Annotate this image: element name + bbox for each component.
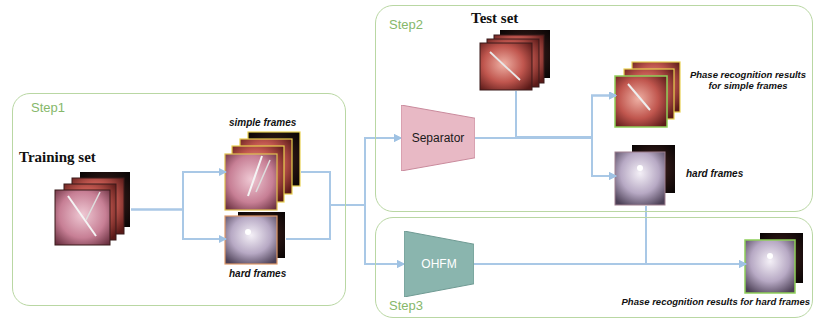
step-region: Step3 OHFM Phase recognition results for h… xyxy=(375,217,813,318)
hard-train-frames-part xyxy=(245,229,251,235)
hard-test-frames xyxy=(615,145,675,205)
module-label: Separator xyxy=(412,131,465,145)
frame-stack: Training set xyxy=(56,173,131,246)
simple-train-frames-part xyxy=(248,156,262,196)
frame-label: Phase recognition results for simple fra… xyxy=(688,69,808,92)
module-label: OHFM xyxy=(421,257,456,271)
frame-stack: Phase recognition results for simple fra… xyxy=(616,63,681,128)
hard-test-frames-part xyxy=(637,165,643,171)
flow-arrow xyxy=(286,205,404,264)
flow-arrow xyxy=(646,206,746,264)
training-frames-part xyxy=(86,192,100,220)
hard-result-frames-part xyxy=(767,253,773,259)
step-label: Step3 xyxy=(389,298,423,313)
frame-label: Training set xyxy=(19,149,96,166)
flow-arrow xyxy=(286,138,401,239)
hard-train-frames-part xyxy=(225,216,277,264)
hard-result-frames xyxy=(745,233,803,293)
training-frames-part xyxy=(68,196,96,236)
flow-arrow xyxy=(301,172,404,264)
frame-stack: hard frames xyxy=(226,213,286,265)
flow-arrow xyxy=(131,172,226,210)
test-frames xyxy=(480,30,550,90)
frame-label: Test set xyxy=(471,10,518,27)
flow-arrow xyxy=(516,91,616,176)
flow-arrow xyxy=(475,96,616,139)
frame-stack: hard frames xyxy=(616,146,676,206)
frame-label: simple frames xyxy=(229,117,296,128)
frame-stack: Test set xyxy=(481,31,551,91)
flow-arrow xyxy=(131,210,226,240)
step-label: Step2 xyxy=(389,17,423,32)
training-frames-part xyxy=(55,190,110,245)
trapezoid-shape xyxy=(401,105,475,171)
simple-train-frames-part xyxy=(256,160,270,192)
flow-arrow xyxy=(475,138,616,176)
hard-result-frames-part xyxy=(745,240,795,293)
frame-label: Phase recognition results for hard frame… xyxy=(622,296,810,307)
simple-result-frames xyxy=(615,62,680,127)
training-frames xyxy=(55,172,130,245)
ohfm-module: OHFM xyxy=(404,231,474,297)
hard-test-frames-part xyxy=(615,152,665,205)
step-label: Step1 xyxy=(31,100,65,115)
step-region: Step2Test setSeparatorPhase recognition … xyxy=(375,5,813,212)
frame-stack: Phase recognition results for hard frame… xyxy=(746,234,804,294)
step-region: Step1Training setsimple frameshard frame… xyxy=(12,93,346,306)
simple-result-frames-part xyxy=(615,76,667,127)
trapezoid-shape xyxy=(404,231,474,297)
frame-label: hard frames xyxy=(229,268,286,279)
frame-stack: simple frames xyxy=(226,133,301,211)
frame-label: hard frames xyxy=(686,168,743,179)
test-frames-part xyxy=(490,52,520,80)
simple-result-frames-part xyxy=(628,84,650,110)
simple-train-frames xyxy=(225,132,300,210)
hard-train-frames xyxy=(225,212,285,264)
flow-arrow xyxy=(516,91,616,137)
separator-module: Separator xyxy=(401,105,475,171)
test-frames-part xyxy=(480,43,532,90)
simple-train-frames-part xyxy=(225,154,277,210)
